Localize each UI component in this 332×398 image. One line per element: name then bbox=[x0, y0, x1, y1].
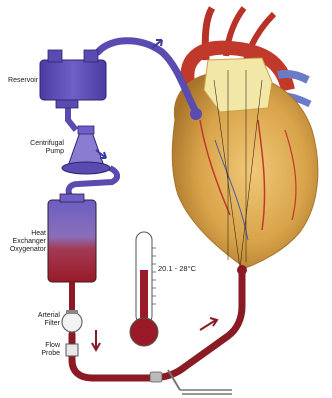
reservoir bbox=[40, 50, 106, 108]
centrifugal-pump-label: Centrifugal Pump bbox=[20, 140, 64, 156]
heat-exchanger-oxygenator bbox=[48, 194, 96, 282]
reservoir-label: Reservoir bbox=[4, 77, 38, 85]
temperature-range-label: 20.1 - 28°C bbox=[158, 264, 196, 273]
flow-probe bbox=[66, 344, 78, 356]
line-clamp bbox=[150, 370, 232, 394]
heart bbox=[172, 8, 318, 268]
arterial-filter-label: Arterial Filter bbox=[24, 312, 60, 328]
heat-exchanger-oxygenator-label: Heat Exchanger Oxygenator bbox=[2, 230, 46, 254]
centrifugal-pump bbox=[62, 126, 110, 174]
arterial-filter bbox=[62, 310, 82, 332]
flow-probe-label: Flow Probe bbox=[24, 342, 60, 358]
thermometer bbox=[130, 232, 158, 346]
arterial-line bbox=[72, 265, 247, 378]
